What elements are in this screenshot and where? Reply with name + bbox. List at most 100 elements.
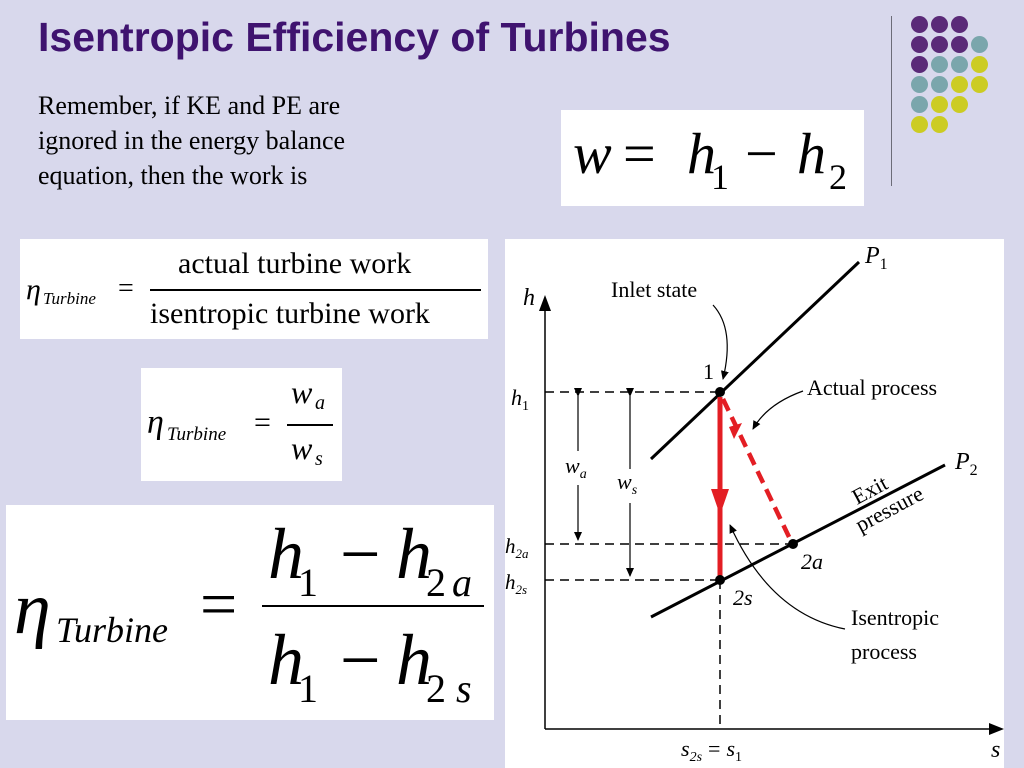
decor-dot [931,56,948,73]
h1-label: h1 [511,385,529,414]
fraction-bar [150,289,481,291]
enthalpy-h1: h [268,514,304,594]
p1-label: P1 [864,243,888,273]
state-2a-point [788,539,798,549]
work-isentropic: w [291,430,313,466]
subscript-2: 2 [426,666,446,711]
decor-dot [951,16,968,33]
decor-dot [911,36,928,53]
enthalpy-h2: h [396,620,432,700]
decor-dot [971,36,988,53]
enthalpy-h2: h [797,121,826,186]
subscript-s: s [456,666,472,711]
subscript-1: 1 [298,560,318,605]
state-1-point [715,387,725,397]
equals-sign: = [200,568,238,641]
reference-dashes [545,391,793,729]
slide-title: Isentropic Efficiency of Turbines [38,14,671,60]
subscript-1: 1 [298,666,318,711]
pressure-line-p1 [649,260,861,461]
equals-sign: = [118,273,134,304]
intro-line: ignored in the energy balance [38,126,346,155]
decor-dot [931,96,948,113]
denominator-text: isentropic turbine work [150,297,430,330]
ws-label: ws [617,469,638,498]
decor-dot [951,36,968,53]
actual-leader [752,390,804,430]
h2a-label: h2a [505,534,529,561]
decor-dot [931,36,948,53]
title-divider [891,16,892,186]
fraction-bar [287,424,333,426]
decor-dot [951,76,968,93]
definition-equation-box: η Turbine = actual turbine work isentrop… [20,239,488,339]
work-symbol: w [573,121,612,186]
h-s-diagram: h s P1 P2 wa ws h1 h2a h2s 1 2a 2s Inlet… [505,239,1004,768]
decor-dot [931,76,948,93]
x-axis-label: s [991,737,1000,763]
enthalpy-h2: h [396,514,432,594]
enthalpy-h1: h [687,121,716,186]
fraction-bar [262,605,484,607]
minus-sign: − [340,620,381,700]
eta-symbol: η [14,568,51,650]
work-actual: w [291,374,313,410]
s-axis-tick-label: s2s=s1 [681,736,742,765]
decor-dot [911,76,928,93]
subscript-2: 2 [426,560,446,605]
inlet-state-label: Inlet state [611,277,697,302]
subscript-s: s [315,448,323,470]
isentropic-arrow-icon [711,489,729,515]
wa-label: wa [565,453,587,482]
enthalpy-h1: h [268,620,304,700]
eta-subscript: Turbine [43,289,96,308]
isentropic-leader [729,524,846,630]
y-axis-label: h [523,285,535,311]
enthalpy-equation-box: η Turbine = h 1 − h 2 a h 1 − h 2 s [6,505,494,720]
inlet-leader [712,304,729,380]
decor-dot [971,76,988,93]
decor-dot [911,116,928,133]
minus-sign: − [340,514,381,594]
numerator-text: actual turbine work [178,247,412,280]
subscript-a: a [315,392,325,414]
decor-dot [931,116,948,133]
decor-dot [911,56,928,73]
actual-process-line [720,398,793,540]
p2-label: P2 [954,449,978,479]
state-2s-point [715,575,725,585]
decor-dot [931,16,948,33]
eta-symbol: η [147,404,164,441]
subscript-2: 2 [829,157,847,197]
intro-line: Remember, if KE and PE are [38,91,341,120]
decor-dot [971,56,988,73]
ratio-equation-box: η Turbine = w a w s [141,368,342,481]
intro-line: equation, then the work is [38,161,308,190]
eta-subscript: Turbine [56,610,169,650]
equals-sign: = [623,121,656,186]
subscript-a: a [452,560,472,605]
decor-dot [911,16,928,33]
eta-symbol: η [26,273,41,306]
subscript-1: 1 [711,157,729,197]
equals-sign: = [254,406,271,439]
axes: h s [523,285,1004,763]
decor-dot [911,96,928,113]
state-2a-label: 2a [801,549,823,574]
actual-process-label: Actual process [807,375,937,400]
decor-dot [951,56,968,73]
decor-dot [951,96,968,113]
y-axis-arrow-icon [539,295,551,311]
intro-text: Remember, if KE and PE are ignored in th… [38,88,478,193]
pressure-line-p2 [650,463,946,619]
h2s-label: h2s [505,570,527,597]
state-1-label: 1 [703,359,714,384]
actual-arrow-icon [729,423,742,439]
state-2s-label: 2s [733,585,753,610]
exit-pressure-label: Exit pressure [839,458,928,537]
work-equation-box: w = h 1 − h 2 [561,110,864,206]
x-axis-arrow-icon [989,723,1004,735]
minus-sign: − [745,121,778,186]
isentropic-process-label: Isentropic process [851,605,944,664]
eta-subscript: Turbine [167,424,227,445]
